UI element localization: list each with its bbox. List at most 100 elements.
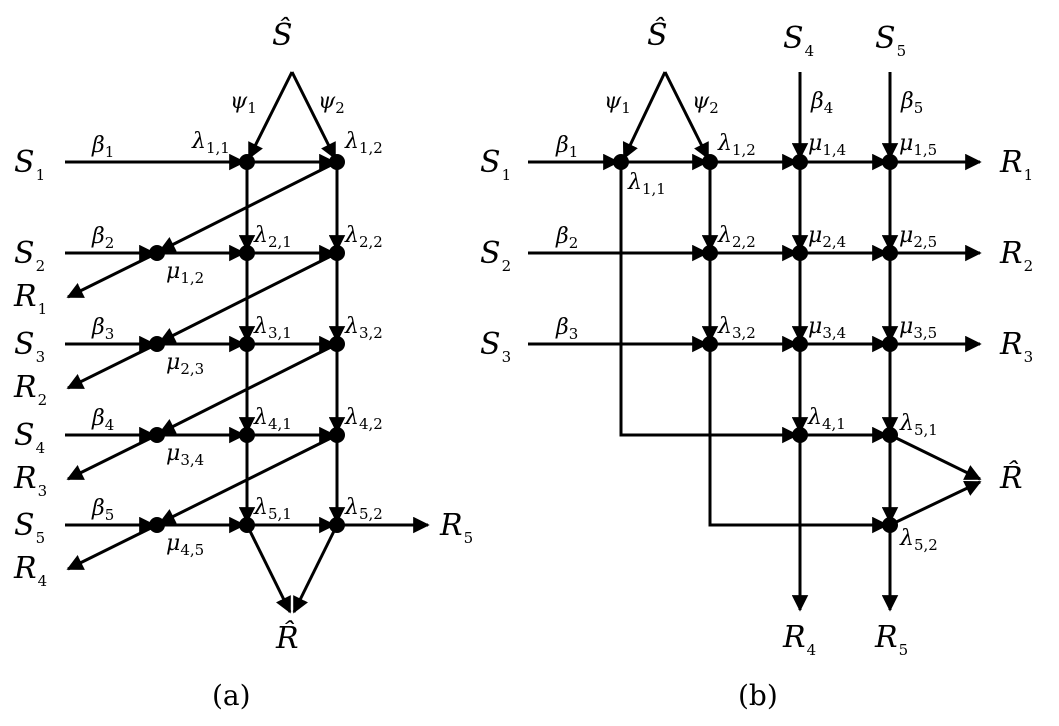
edge-l32-l52 bbox=[708, 344, 889, 534]
label-b-l32: λ3,2 bbox=[717, 314, 756, 342]
label-a-beta1: β1 bbox=[91, 133, 114, 161]
label-b-m35: μ3,5 bbox=[899, 314, 937, 342]
edge-l42-m45 bbox=[158, 433, 338, 525]
edge-l11-l41 bbox=[619, 162, 799, 444]
label-b-beta4: β4 bbox=[810, 89, 833, 117]
edge-m12-r1 bbox=[66, 251, 158, 299]
label-b-m14: μ1,4 bbox=[808, 131, 846, 159]
node-a-l42 bbox=[329, 427, 345, 443]
label-a-shat: Ŝ bbox=[272, 17, 293, 53]
label-a-beta3: β3 bbox=[91, 315, 114, 343]
node-a-m23 bbox=[149, 336, 165, 352]
caption-b: (b) bbox=[738, 679, 778, 712]
node-b-m24 bbox=[792, 245, 808, 261]
label-a-beta4: β4 bbox=[91, 406, 114, 434]
edge-shat-l11 bbox=[622, 71, 667, 160]
edge-l51-rhat bbox=[889, 433, 982, 481]
label-b-m15: μ1,5 bbox=[899, 131, 937, 159]
label-b-psi1: ψ1 bbox=[604, 89, 631, 117]
edge-m45-r4 bbox=[66, 523, 158, 571]
caption-a: (a) bbox=[212, 679, 251, 712]
label-a-l52: λ5,2 bbox=[344, 495, 383, 523]
node-a-l22 bbox=[329, 245, 345, 261]
node-b-m25 bbox=[882, 245, 898, 261]
label-b-m25: μ2,5 bbox=[899, 223, 937, 251]
node-a-l52 bbox=[329, 517, 345, 533]
label-a-m12: μ1,2 bbox=[166, 259, 204, 287]
label-b-beta3: β3 bbox=[555, 315, 578, 343]
label-b-shat: Ŝ bbox=[647, 17, 668, 53]
label-a-l41: λ4,1 bbox=[253, 405, 292, 433]
label-b-m34: μ3,4 bbox=[808, 314, 846, 342]
label-b-l22: λ2,2 bbox=[717, 223, 756, 251]
label-a-l22: λ2,2 bbox=[344, 223, 383, 251]
node-b-l52 bbox=[882, 517, 898, 533]
label-b-m24: μ2,4 bbox=[808, 223, 846, 251]
label-a-m23: μ2,3 bbox=[166, 350, 204, 378]
label-b-r1: R1 bbox=[999, 145, 1033, 184]
label-a-r4: R4 bbox=[13, 551, 47, 590]
label-a-s1: S1 bbox=[14, 145, 45, 184]
label-b-beta1: β1 bbox=[555, 133, 578, 161]
edge-l51-rhat bbox=[245, 524, 292, 614]
node-b-m14 bbox=[792, 154, 808, 170]
node-a-m45 bbox=[149, 517, 165, 533]
label-a-r2: R2 bbox=[13, 370, 47, 409]
label-b-l41: λ4,1 bbox=[807, 405, 846, 433]
edge-shat-l11 bbox=[247, 71, 294, 160]
label-b-s4: S4 bbox=[783, 21, 814, 60]
label-b-l51: λ5,1 bbox=[899, 411, 938, 439]
node-b-l11 bbox=[613, 154, 629, 170]
label-a-r5: R5 bbox=[439, 508, 473, 547]
node-b-l22 bbox=[702, 245, 718, 261]
edge-shat-l12 bbox=[290, 71, 337, 160]
label-a-l21: λ2,1 bbox=[253, 223, 292, 251]
node-b-m35 bbox=[882, 336, 898, 352]
label-a-s5: S5 bbox=[14, 508, 45, 547]
node-b-l12 bbox=[702, 154, 718, 170]
label-a-beta5: β5 bbox=[91, 496, 114, 524]
node-a-m12 bbox=[149, 245, 165, 261]
label-a-psi2: ψ2 bbox=[318, 89, 345, 117]
node-b-m15 bbox=[882, 154, 898, 170]
edge-l22-m23 bbox=[158, 251, 338, 344]
node-a-l21 bbox=[239, 245, 255, 261]
node-a-l12 bbox=[329, 154, 345, 170]
label-a-l31: λ3,1 bbox=[253, 314, 292, 342]
label-a-rhat: R̂ bbox=[275, 621, 299, 656]
edge-m23-r2 bbox=[66, 342, 158, 390]
label-b-s5: S5 bbox=[875, 21, 906, 60]
label-b-l12: λ1,2 bbox=[717, 131, 756, 159]
label-b-beta5: β5 bbox=[900, 89, 923, 117]
node-b-l41 bbox=[792, 427, 808, 443]
edge-m34-r3 bbox=[66, 433, 158, 481]
label-a-l42: λ4,2 bbox=[344, 405, 383, 433]
label-b-beta2: β2 bbox=[555, 224, 578, 252]
panel-b: Ŝ R̂ S1 S2 S3 S4 S5 R1 R2 R3 R4 R5 β1 β2… bbox=[480, 17, 1033, 712]
label-a-l12: λ1,2 bbox=[344, 129, 383, 157]
edge-l52-rhat bbox=[889, 480, 982, 527]
node-a-l11 bbox=[239, 154, 255, 170]
edge-l12-m12 bbox=[158, 160, 338, 253]
node-a-l32 bbox=[329, 336, 345, 352]
label-a-s4: S4 bbox=[14, 418, 45, 457]
label-a-l32: λ3,2 bbox=[344, 314, 383, 342]
node-a-l41 bbox=[239, 427, 255, 443]
node-b-l32 bbox=[702, 336, 718, 352]
label-b-s1: S1 bbox=[480, 145, 511, 184]
label-a-l11: λ1,1 bbox=[191, 129, 230, 157]
panel-a: Ŝ R̂ S1 S2 S3 S4 S5 R1 R2 R3 R4 R5 β1 β2… bbox=[13, 17, 473, 712]
label-a-beta2: β2 bbox=[91, 224, 114, 252]
label-b-r2: R2 bbox=[999, 236, 1033, 275]
label-b-l52: λ5,2 bbox=[899, 526, 938, 554]
edge-l32-m34 bbox=[158, 342, 338, 435]
label-a-m34: μ3,4 bbox=[166, 441, 204, 469]
label-a-l51: λ5,1 bbox=[253, 495, 292, 523]
label-a-psi1: ψ1 bbox=[230, 89, 257, 117]
edge-l52-rhat bbox=[292, 524, 339, 614]
label-a-s2: S2 bbox=[14, 236, 45, 275]
edge-shat-l12 bbox=[663, 71, 710, 160]
label-b-r3: R3 bbox=[999, 327, 1033, 366]
label-b-rhat: R̂ bbox=[999, 461, 1023, 496]
